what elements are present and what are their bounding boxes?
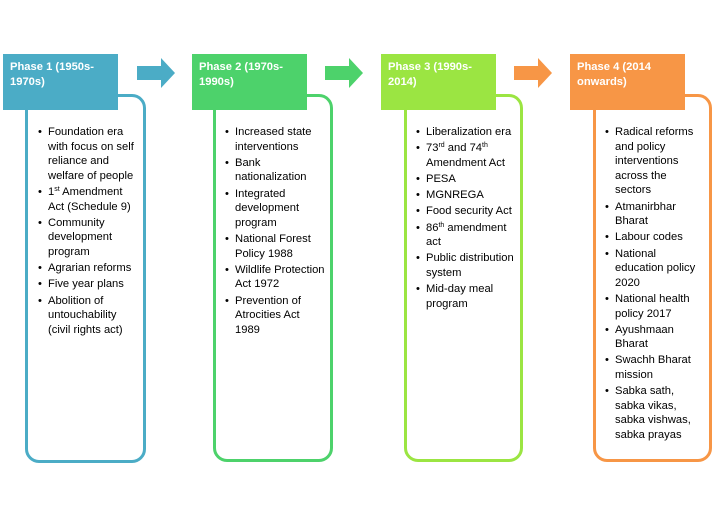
phase-3-title: Phase 3 (1990s-2014) (388, 61, 472, 88)
list-item: Integrated development program (225, 187, 325, 231)
list-item: Atmanirbhar Bharat (605, 200, 705, 229)
list-item: Agrarian reforms (38, 261, 138, 276)
list-item: Abolition of untouchability (civil right… (38, 294, 138, 338)
list-item: PESA (416, 172, 516, 187)
list-item: Public distribution system (416, 251, 516, 280)
list-item: Bank nationalization (225, 156, 325, 185)
list-item: Prevention of Atrocities Act 1989 (225, 294, 325, 338)
phase-3-box: Liberalization era 73rd and 74th Amendme… (404, 94, 523, 462)
phase-4-list: Radical reforms and policy interventions… (605, 125, 705, 444)
arrow-1-2-icon (137, 58, 175, 88)
list-item: Mid-day meal program (416, 282, 516, 311)
phase-2-box: Increased state interventions Bank natio… (213, 94, 333, 462)
phase-4-title: Phase 4 (2014 onwards) (577, 61, 652, 88)
phase-1-box: Foundation era with focus on self relian… (25, 94, 146, 463)
list-item: Sabka sath, sabka vikas, sabka vishwas, … (605, 384, 705, 442)
arrow-2-3-icon (325, 58, 363, 88)
list-item: National Forest Policy 1988 (225, 232, 325, 261)
phase-1-header: Phase 1 (1950s-1970s) (3, 54, 118, 110)
phase-3-list: Liberalization era 73rd and 74th Amendme… (416, 125, 516, 313)
arrow-3-4-icon (514, 58, 552, 88)
list-item: National education policy 2020 (605, 247, 705, 291)
list-item: Community development program (38, 216, 138, 260)
phase-3-header: Phase 3 (1990s-2014) (381, 54, 496, 110)
list-item: 73rd and 74th Amendment Act (416, 141, 516, 170)
phase-2-title: Phase 2 (1970s-1990s) (199, 61, 283, 88)
phase-1-list: Foundation era with focus on self relian… (38, 125, 138, 339)
list-item: Ayushmaan Bharat (605, 323, 705, 352)
phase-1-title: Phase 1 (1950s-1970s) (10, 61, 94, 88)
phase-4-header: Phase 4 (2014 onwards) (570, 54, 685, 110)
list-item: Radical reforms and policy interventions… (605, 125, 705, 198)
list-item: 86th amendment act (416, 221, 516, 250)
list-item: 1st Amendment Act (Schedule 9) (38, 185, 138, 214)
phase-2-header: Phase 2 (1970s-1990s) (192, 54, 307, 110)
list-item: Liberalization era (416, 125, 516, 140)
list-item: Five year plans (38, 277, 138, 292)
list-item: Food security Act (416, 204, 516, 219)
list-item: MGNREGA (416, 188, 516, 203)
list-item: Wildlife Protection Act 1972 (225, 263, 325, 292)
list-item: Swachh Bharat mission (605, 353, 705, 382)
phase-4-box: Radical reforms and policy interventions… (593, 94, 712, 462)
list-item: National health policy 2017 (605, 292, 705, 321)
phase-2-list: Increased state interventions Bank natio… (225, 125, 325, 339)
list-item: Increased state interventions (225, 125, 325, 154)
list-item: Foundation era with focus on self relian… (38, 125, 138, 183)
list-item: Labour codes (605, 230, 705, 245)
